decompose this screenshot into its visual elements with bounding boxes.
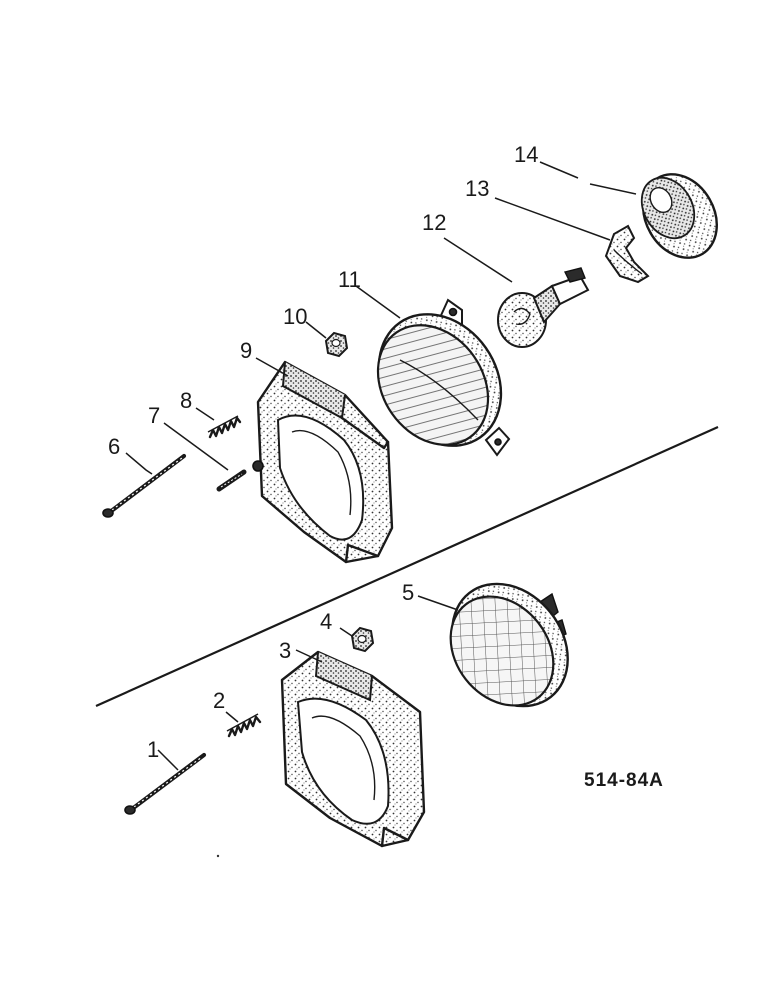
callout-2: 2 (213, 688, 225, 713)
part-4-nut (350, 626, 375, 653)
part-11-headlamp-lens (376, 298, 511, 457)
part-5-sealed-beam-lamp (449, 582, 569, 708)
callout-5: 5 (402, 580, 414, 605)
callout-8: 8 (180, 388, 192, 413)
callout-9: 9 (240, 338, 252, 363)
callout-7: 7 (148, 403, 160, 428)
part-14-rear-cap (640, 173, 718, 259)
part-6-long-bolt (102, 453, 187, 518)
leader-lines (125, 161, 637, 771)
speck-dot (216, 854, 220, 858)
section-divider-line (95, 425, 719, 708)
callout-13: 13 (465, 176, 489, 201)
part-12-bulb (497, 267, 590, 348)
callout-10: 10 (283, 304, 307, 329)
callout-14: 14 (514, 142, 538, 167)
part-13-retaining-clip (604, 224, 650, 284)
callout-3: 3 (279, 638, 291, 663)
part-2-spring (226, 713, 262, 738)
part-10-nut (324, 331, 349, 358)
part-7-short-screw (216, 469, 247, 492)
part-8-spring (207, 415, 242, 439)
callout-labels: 1 2 3 4 5 6 7 8 9 10 11 12 13 14 (108, 142, 538, 762)
callout-1: 1 (147, 737, 159, 762)
callout-12: 12 (422, 210, 446, 235)
callout-6: 6 (108, 434, 120, 459)
callout-4: 4 (320, 609, 332, 634)
part-1-long-bolt (124, 752, 207, 815)
part-3-lower-mount-frame (280, 650, 426, 848)
figure-id-label: 514-84A (584, 770, 664, 791)
part-9-upper-mount-frame (252, 360, 394, 564)
callout-11: 11 (338, 267, 361, 292)
